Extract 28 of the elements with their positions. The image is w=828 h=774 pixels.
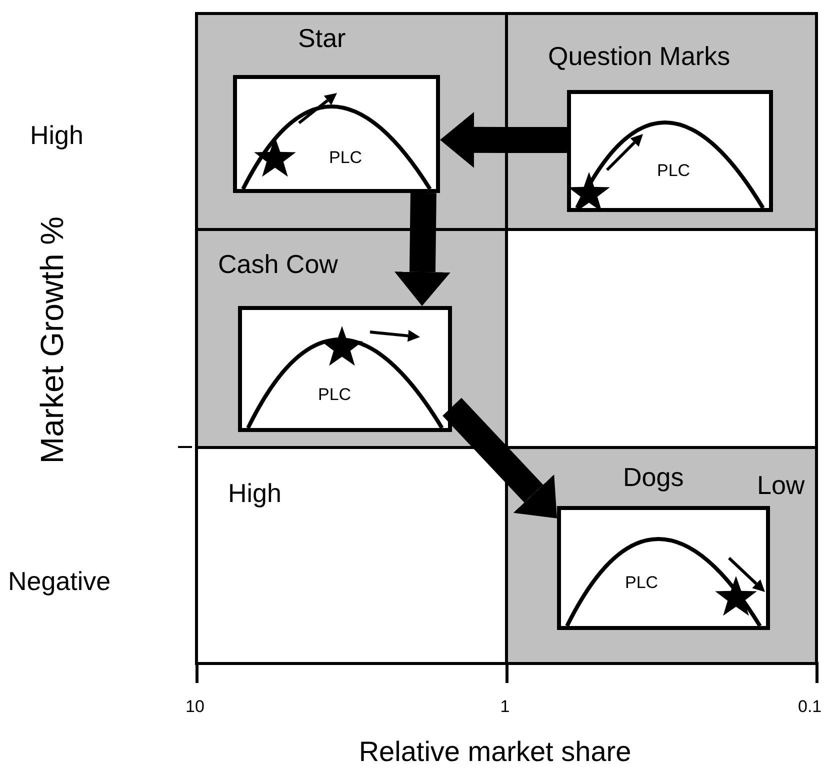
plc-chart-box [238, 306, 452, 432]
quadrant-title: Cash Cow [218, 251, 338, 277]
quadrant-title: Question Marks [548, 43, 730, 69]
quadrant-cell [195, 12, 508, 231]
chart-label: PLC [625, 574, 658, 591]
quadrant-cell [505, 12, 818, 231]
quadrant-title: Star [298, 25, 346, 51]
axis-level-label: High [30, 122, 84, 148]
axis-title: Market Growth % [36, 216, 68, 464]
plc-chart-box [567, 90, 773, 212]
axis-level-label: Low [757, 472, 805, 498]
plc-chart-box [557, 506, 770, 630]
tick-label: 10 [186, 698, 204, 715]
axis-title: Relative market share [358, 738, 632, 766]
quadrant-cell [505, 446, 818, 665]
tick-label: 0.1 [798, 698, 822, 715]
plc-chart-box [233, 75, 440, 193]
block-arrow [442, 398, 557, 518]
block-arrow [394, 192, 450, 306]
axis-level-label: High [228, 480, 282, 506]
quadrant-cell [195, 228, 508, 449]
block-arrow [440, 112, 567, 168]
chart-label: PLC [657, 162, 690, 179]
chart-label: PLC [318, 386, 352, 403]
axis-level-label: Negative [8, 568, 111, 594]
quadrant-title: Dogs [623, 464, 684, 490]
chart-label: PLC [329, 149, 362, 166]
tick-label: 1 [500, 698, 510, 715]
